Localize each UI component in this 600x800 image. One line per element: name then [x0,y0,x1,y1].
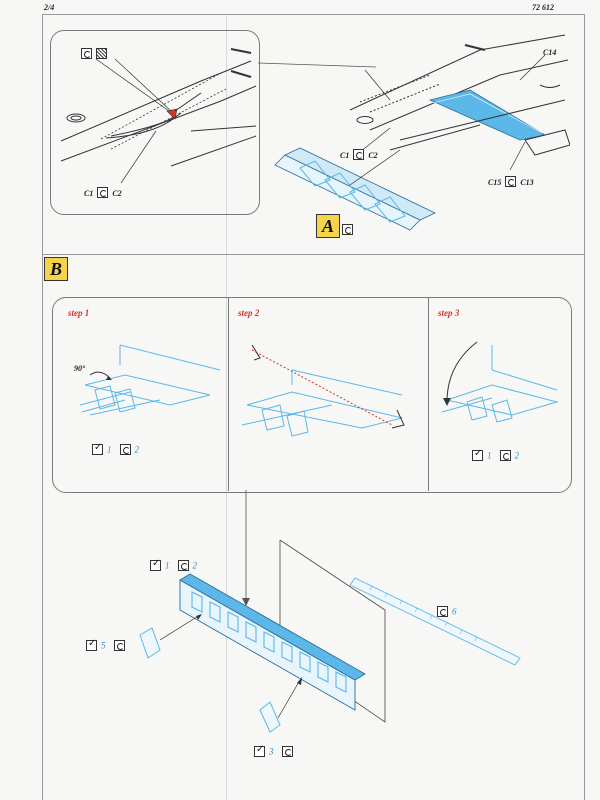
bend-icon [353,148,365,160]
section-a-drawing [274,34,570,231]
bend-icon [281,745,293,757]
check-icon [472,448,483,461]
bend-icon [81,47,92,59]
step-2-drawing [241,344,405,437]
assembly-num-1: 1 [165,560,170,571]
assembly-num-2: 2 [192,560,198,571]
c15-label: C15 [488,178,502,187]
hatch-icon [96,47,107,59]
page-number: 2/4 [44,3,55,12]
step-3-num-2: 2 [514,450,520,461]
bend-icon [499,449,511,461]
assembly-drawing [139,540,521,733]
check-icon [92,442,103,455]
section-b-badge: B [44,257,68,281]
step-1-title: step 1 [68,308,90,318]
top-frame-line [42,14,584,15]
check-icon [254,744,265,757]
part-6-num: 6 [452,606,457,617]
angle-label: 90° [74,364,86,373]
check-icon [150,558,161,571]
inset-c1-label: C1 [84,189,94,198]
steps-panel [52,297,572,493]
bend-icon [437,605,448,617]
step-1-num-1: 1 [107,444,112,455]
section-a-badge: A [316,214,340,238]
part-5-num: 5 [101,640,106,651]
step-3-drawing [441,341,559,423]
inset-c2-label: C2 [112,189,122,198]
bend-icon [119,443,131,455]
bend-icon [113,639,125,651]
section-divider [42,254,584,255]
step-3-num-1: 1 [487,450,492,461]
page-fold [226,14,227,800]
bend-icon [177,559,189,571]
check-icon [86,638,97,651]
step-2-title: step 2 [238,308,260,318]
step-1-num-2: 2 [134,444,140,455]
bend-icon [505,175,517,187]
left-frame-line [42,14,43,800]
kit-number: 72 612 [532,3,554,12]
c13-label: C13 [520,178,534,187]
step-1-drawing [79,344,221,416]
c1-label: C1 [340,151,350,160]
right-frame-line [584,14,585,800]
step-divider-1 [228,298,229,491]
bend-icon [97,186,109,198]
detail-inset: C1 C2 [50,30,260,215]
steps-connector [242,490,250,606]
inset-drawing [60,48,257,184]
step-divider-2 [428,298,429,491]
c14-label: C14 [543,48,557,57]
part-3-num: 3 [269,746,274,757]
bend-icon [342,223,353,235]
inset-connector [258,62,377,68]
step-3-title: step 3 [438,308,460,318]
c2-label: C2 [368,151,378,160]
